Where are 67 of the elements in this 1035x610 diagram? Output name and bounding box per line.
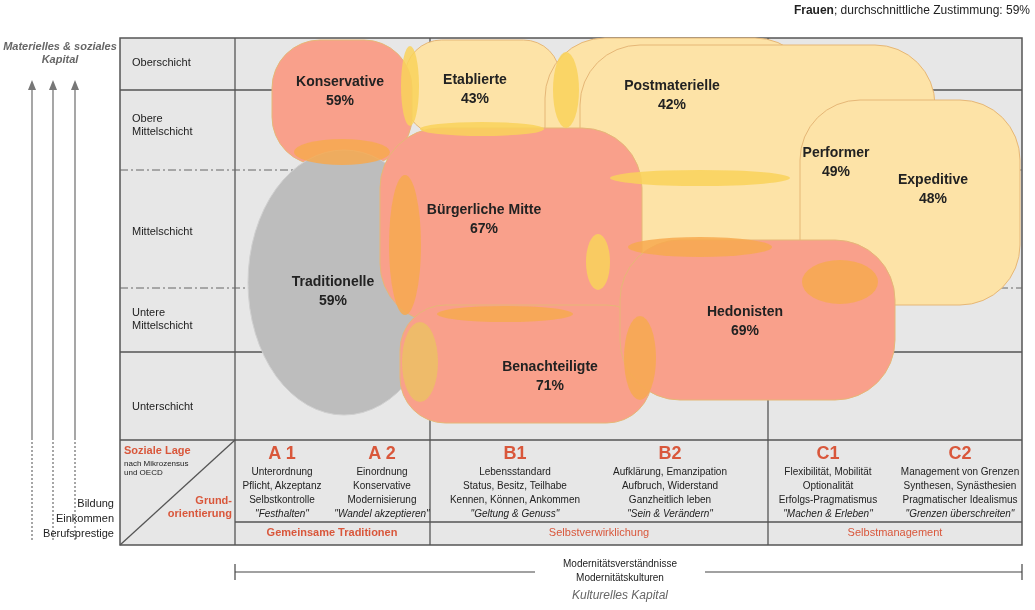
value-text: Aufbruch, Widerstand bbox=[621, 480, 719, 492]
note-text: nach Mikrozensus und OECD bbox=[124, 459, 190, 478]
milieu-name: Benachteiligte bbox=[502, 357, 598, 376]
heading-label: Grund- orientierung bbox=[166, 494, 232, 520]
subtitle: Frauen; durchschnittliche Zustimmung: 59% bbox=[793, 4, 1030, 18]
motto-text: "Festhalten" bbox=[255, 508, 309, 520]
value-text: Modernisierung bbox=[347, 494, 417, 506]
motto-text: "Grenzen überschreiten" bbox=[905, 508, 1015, 520]
value-text: Einordnung bbox=[356, 466, 408, 478]
motto-text: "Sein & Verändern" bbox=[627, 508, 713, 520]
percentage: 48% bbox=[918, 189, 948, 208]
axis-label: Kulturelles Kapital bbox=[571, 589, 669, 603]
axis-label: Einkommen bbox=[55, 512, 114, 525]
group-label: Selbstmanagement bbox=[847, 526, 943, 539]
percentage: 49% bbox=[821, 162, 851, 181]
value-text: Aufklärung, Emanzipation bbox=[613, 466, 727, 478]
value-text: Konservative bbox=[353, 480, 411, 492]
group-label: Gemeinsame Traditionen bbox=[266, 526, 398, 539]
milieu-name: Hedonisten bbox=[706, 302, 784, 321]
category-code: C1 bbox=[816, 443, 840, 464]
percentage: 67% bbox=[469, 219, 499, 238]
row-label: Mittelschicht bbox=[132, 225, 193, 238]
value-text: Unterordnung bbox=[251, 466, 313, 478]
group-label: Selbstverwirklichung bbox=[548, 526, 650, 539]
value-text: Ganzheitlich leben bbox=[628, 494, 712, 506]
milieu-name: Traditionelle bbox=[291, 272, 375, 291]
axis-label: Berufsprestige bbox=[43, 527, 114, 540]
percentage: 69% bbox=[730, 321, 760, 340]
value-text: Pflicht, Akzeptanz bbox=[242, 480, 322, 492]
row-label: Unterschicht bbox=[132, 400, 194, 413]
percentage: 42% bbox=[657, 95, 687, 114]
milieu-name: Performer bbox=[802, 143, 870, 162]
value-text: Management von Grenzen bbox=[900, 466, 1020, 478]
milieu-name: Etablierte bbox=[443, 70, 507, 89]
category-code: A 1 bbox=[268, 443, 296, 464]
row-label: Untere Mittelschicht bbox=[132, 306, 194, 332]
milieu-name: Bürgerliche Mitte bbox=[426, 200, 542, 219]
axis-label: Modernitätskulturen bbox=[576, 572, 664, 584]
category-code: B2 bbox=[658, 443, 682, 464]
value-text: Erfolgs-Pragmatismus bbox=[778, 494, 878, 506]
motto-text: "Wandel akzeptieren" bbox=[334, 508, 430, 520]
percentage: 59% bbox=[318, 291, 348, 310]
category-code: C2 bbox=[948, 443, 972, 464]
value-text: Status, Besitz, Teilhabe bbox=[463, 480, 567, 492]
motto-text: "Machen & Erleben" bbox=[783, 508, 873, 520]
axis-label: Materielles & soziales Kapital bbox=[2, 40, 118, 66]
percentage: 59% bbox=[325, 91, 355, 110]
value-text: Synthesen, Synästhesien bbox=[903, 480, 1017, 492]
milieu-name: Expeditive bbox=[898, 170, 968, 189]
percentage: 71% bbox=[535, 376, 565, 395]
axis-label: Modernitätsverständnisse bbox=[563, 558, 677, 570]
value-text: Kennen, Können, Ankommen bbox=[449, 494, 581, 506]
value-text: Optionalität bbox=[802, 480, 854, 492]
motto-text: "Geltung & Genuss" bbox=[470, 508, 560, 520]
percentage: 43% bbox=[460, 89, 490, 108]
category-code: B1 bbox=[503, 443, 527, 464]
row-label: Obere Mittelschicht bbox=[132, 112, 194, 138]
axis-label: Bildung bbox=[77, 497, 114, 510]
value-text: Selbstkontrolle bbox=[249, 494, 315, 506]
row-label: Oberschicht bbox=[132, 56, 191, 69]
milieu-name: Konservative bbox=[296, 72, 384, 91]
category-code: A 2 bbox=[368, 443, 396, 464]
value-text: Lebensstandard bbox=[479, 466, 551, 478]
milieu-name: Postmaterielle bbox=[624, 76, 720, 95]
value-text: Pragmatischer Idealismus bbox=[902, 494, 1018, 506]
heading-label: Soziale Lage bbox=[124, 444, 191, 457]
value-text: Flexibilität, Mobilität bbox=[784, 466, 872, 478]
